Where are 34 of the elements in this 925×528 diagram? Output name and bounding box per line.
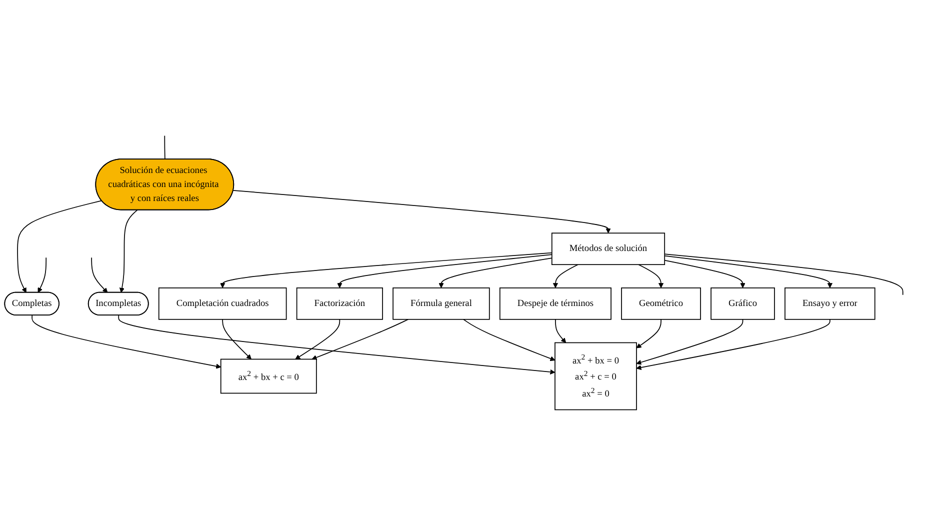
arrow [312, 318, 409, 360]
arrow [232, 190, 611, 234]
node-box: Geométrico [621, 287, 701, 320]
arrow [32, 314, 222, 369]
arrow [337, 254, 552, 288]
node-box: ax$^{2}$ + bx = 0 ax$^{2}$ + c = 0 ax$^{2}$ = 0 [554, 342, 637, 410]
arrow [664, 260, 746, 288]
node-box: Despeje de términos [499, 287, 612, 320]
arrow [438, 258, 552, 288]
arrow [295, 318, 340, 360]
arrow [664, 255, 832, 288]
arrow [555, 318, 566, 343]
node-box: Completación cuadrados [158, 287, 287, 320]
connector [664, 254, 904, 296]
node-box: Ensayo y error [784, 287, 876, 320]
connector [164, 135, 166, 160]
arrow [91, 257, 108, 293]
arrow [222, 318, 252, 360]
arrow [638, 264, 664, 288]
node-box: ax$^{2}$ + bx + c = 0 [220, 358, 317, 394]
arrow [119, 210, 138, 293]
node-box: Métodos de solución [551, 232, 666, 266]
arrow [463, 318, 556, 362]
node-box: Fórmula general [392, 287, 490, 320]
arrow [636, 318, 662, 348]
node-box: Gráfico [710, 287, 775, 320]
arrow [636, 318, 830, 370]
arrow [38, 257, 47, 293]
arrow [552, 264, 578, 288]
arrow [636, 318, 744, 365]
arrow [220, 252, 552, 288]
node-box: Factorización [296, 287, 383, 320]
arrow [118, 314, 556, 374]
arrow [17, 200, 102, 293]
